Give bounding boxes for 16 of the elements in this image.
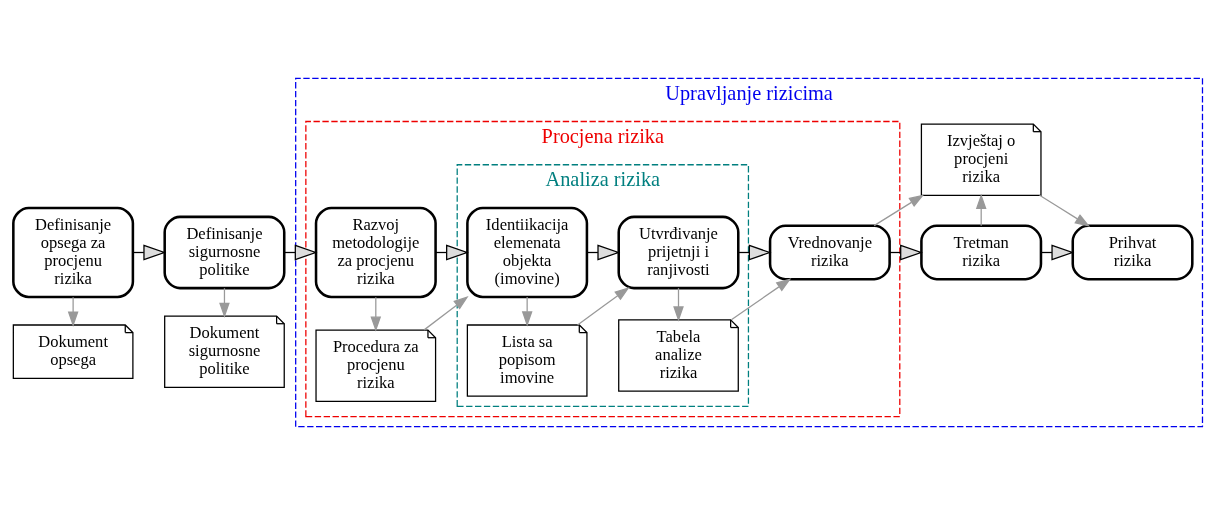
arrow [1038, 194, 1091, 227]
node-box: Tretman rizika [920, 224, 1043, 281]
node-box: Utvrđivanje prijetnji i ranjivosti [617, 215, 740, 290]
node-box: Definisanje opsega za procjenu rizika [12, 206, 135, 299]
arrow [67, 296, 79, 327]
arrow [730, 278, 792, 321]
node-box: Vrednovanje rizika [768, 224, 891, 281]
node-box: Definisanje sigurnosne politike [163, 215, 286, 290]
arrow [576, 287, 630, 326]
arrow [873, 194, 925, 227]
node-box: Identiikacija elemenata objekta (imovine) [466, 206, 589, 299]
arrow [423, 296, 469, 331]
node-box: Razvoj metodologije za procjenu rizika [314, 206, 437, 299]
node-box: Prihvat rizika [1071, 224, 1194, 281]
arrow [673, 287, 684, 322]
arrow [370, 296, 382, 332]
